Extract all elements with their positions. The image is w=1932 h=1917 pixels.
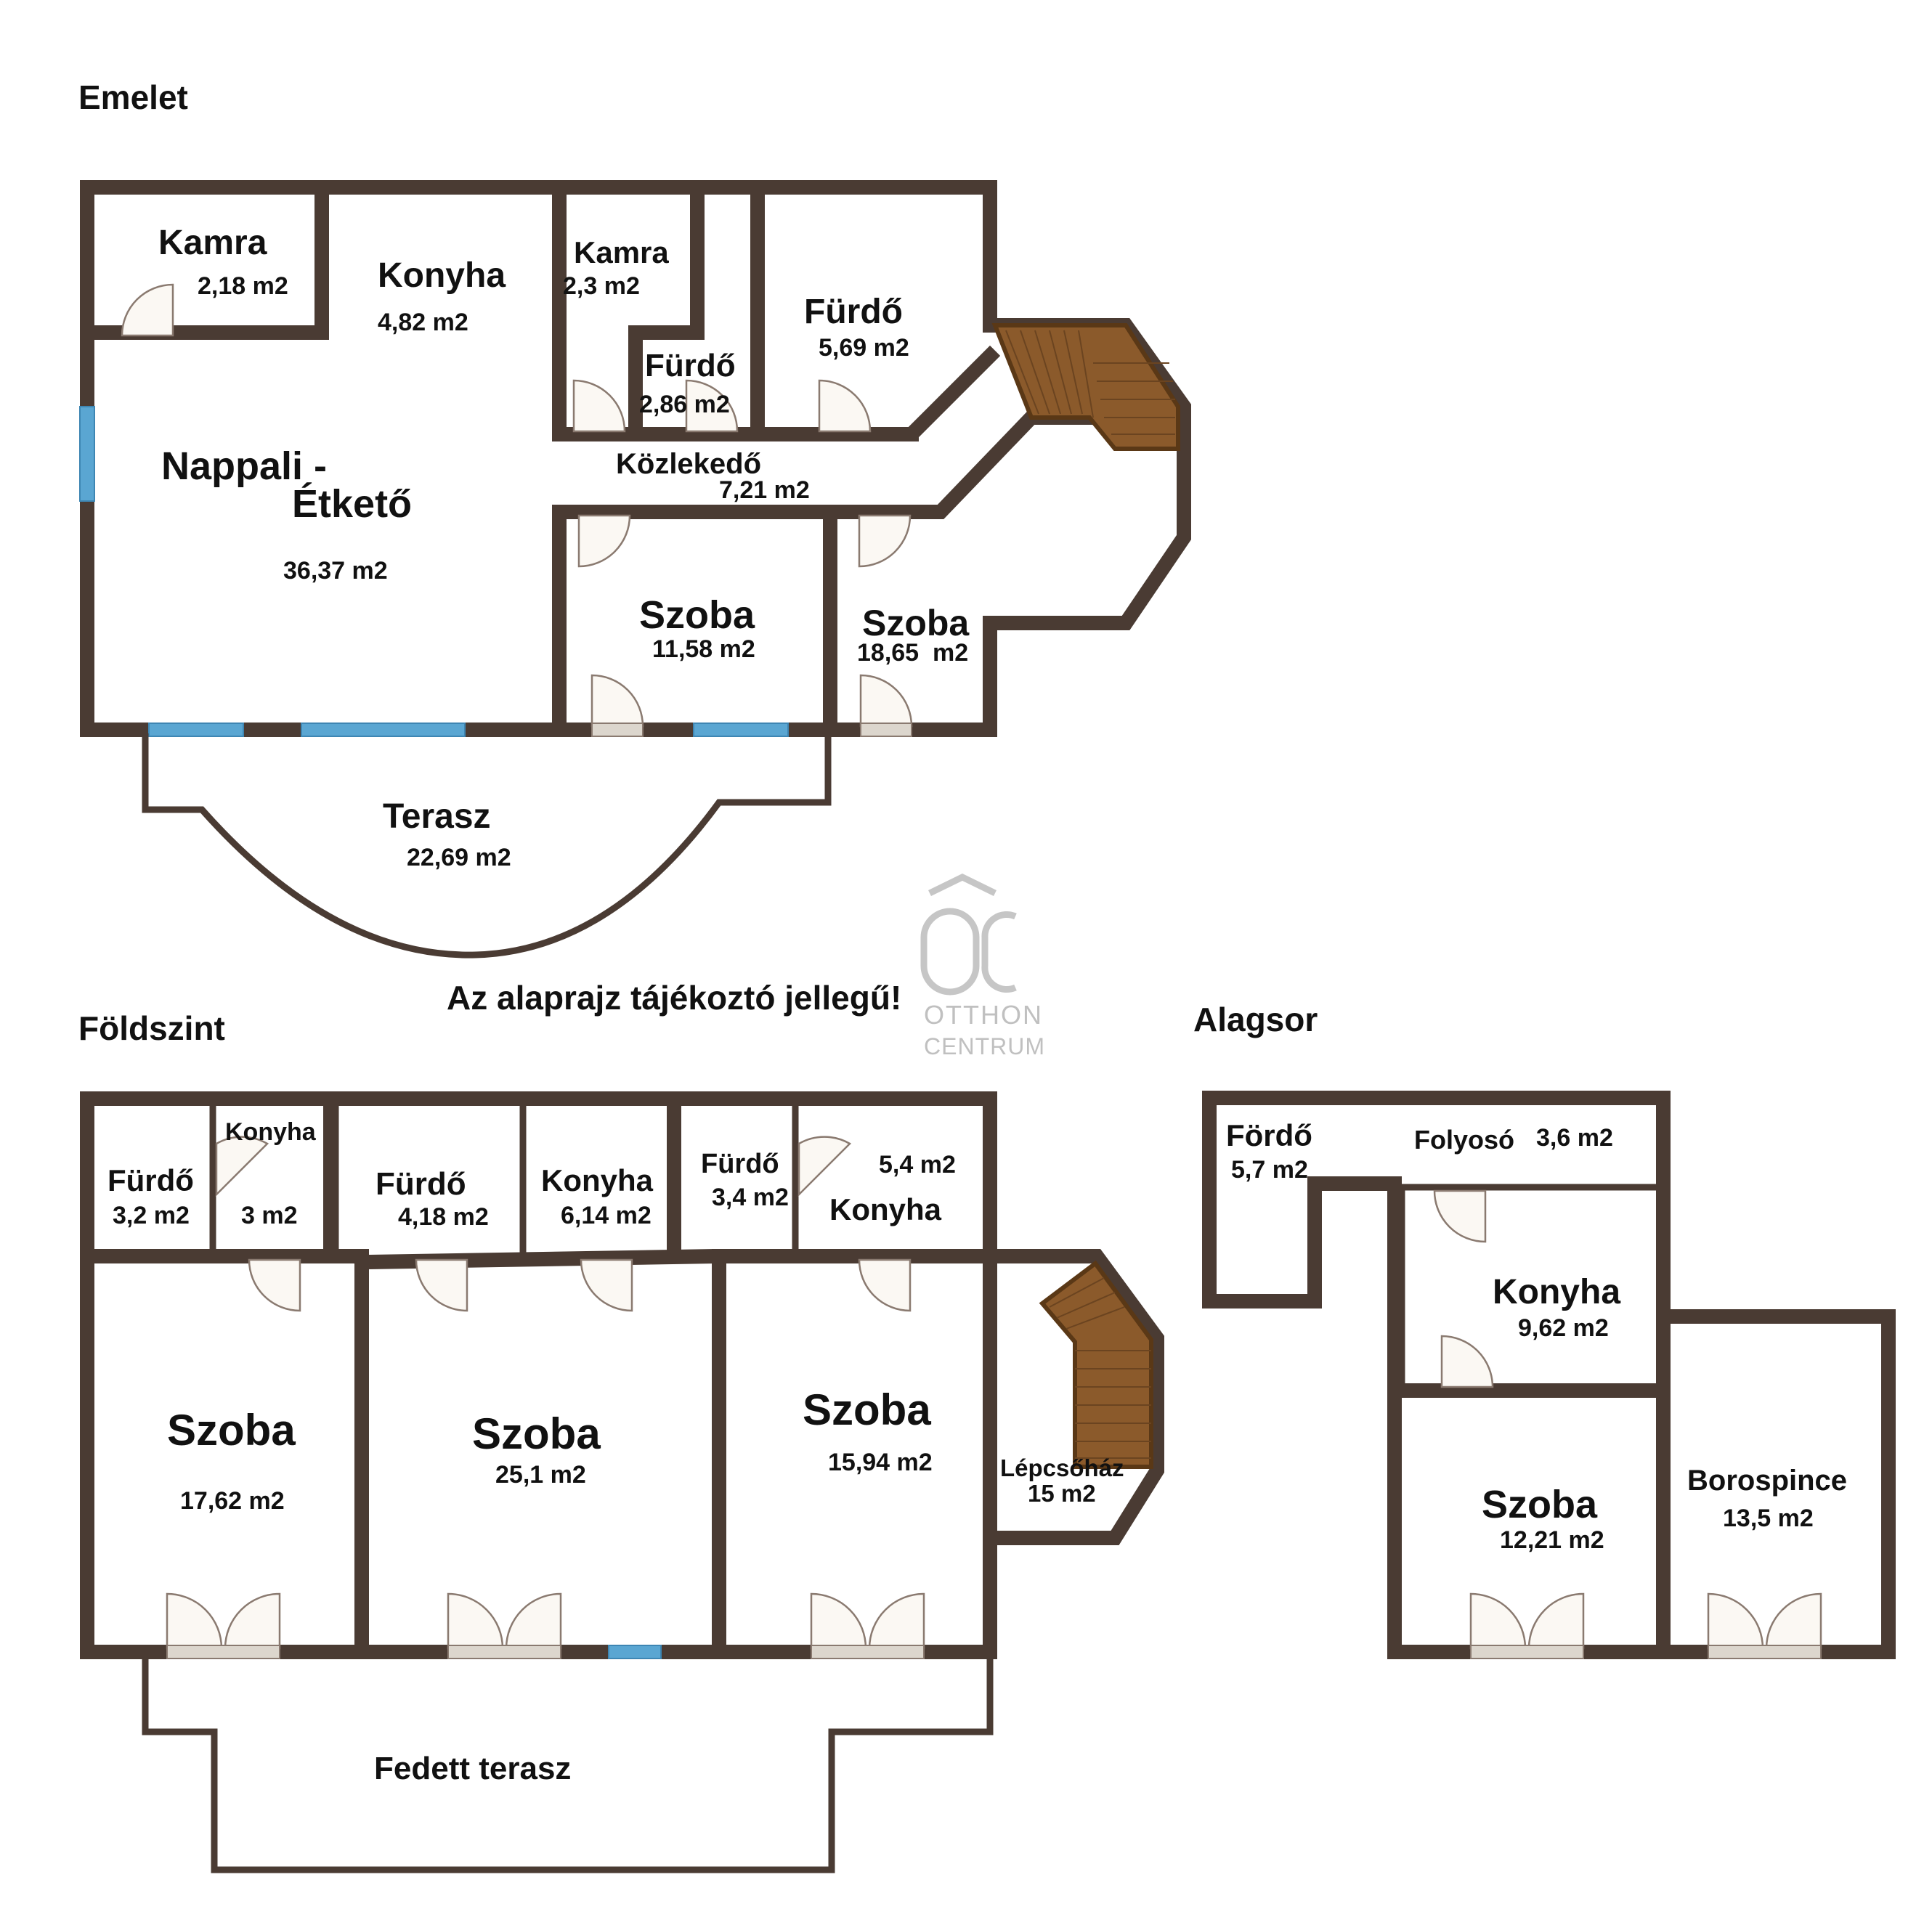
foldszint-door-szoba3 xyxy=(858,1258,912,1312)
foldszint-szoba2-area: 25,1 m2 xyxy=(495,1461,586,1489)
disclaimer-notice: Az alaprajz tájékoztó jellegű! xyxy=(447,979,901,1017)
alagsor-door-konyha-bottom xyxy=(1440,1335,1494,1388)
emelet-outer-wall xyxy=(80,180,1191,737)
foldszint-door-konyha1 xyxy=(215,1136,269,1197)
alagsor-borospince-area: 13,5 m2 xyxy=(1723,1505,1814,1532)
foldszint-furdo3-name: Fürdő xyxy=(701,1149,779,1179)
alagsor-folyoso-name: Folyosó xyxy=(1414,1125,1514,1155)
foldszint-lepcsohaz-area: 15 m2 xyxy=(1028,1480,1096,1507)
emelet-kozlekedo-area: 7,21 m2 xyxy=(719,476,810,504)
emelet-kamra2-wall xyxy=(628,180,705,441)
alagsor-konyha-area: 9,62 m2 xyxy=(1518,1314,1609,1342)
alagsor-plan xyxy=(1202,1091,1896,1659)
floor-title-alagsor: Alagsor xyxy=(1193,1001,1318,1038)
foldszint-fedett-terasz-outline xyxy=(142,1656,994,1873)
emelet-window-1 xyxy=(148,723,244,737)
alagsor-fordo-name: Fördő xyxy=(1226,1118,1312,1152)
foldszint-fedett-terasz-name: Fedett terasz xyxy=(374,1751,571,1786)
foldszint-furdo2-name: Fürdő xyxy=(376,1166,466,1202)
emelet-szoba1-name: Szoba xyxy=(639,593,755,637)
emelet-kamra2-name: Kamra xyxy=(574,235,669,269)
emelet-furdo2-area: 2,86 m2 xyxy=(639,391,730,418)
emelet-door-szoba2-top xyxy=(858,514,912,568)
foldszint-konyha1-name: Konyha xyxy=(225,1118,317,1146)
emelet-kamra1-name: Kamra xyxy=(158,224,267,262)
emelet-szoba2-name: Szoba xyxy=(862,603,970,643)
emelet-kamra2-area: 2,3 m2 xyxy=(563,272,640,300)
emelet-szoba1-area: 11,58 m2 xyxy=(652,635,755,663)
foldszint-double-door-2 xyxy=(447,1592,562,1659)
emelet-konyha-area: 4,82 m2 xyxy=(378,309,468,336)
logo-line1: OTTHON xyxy=(924,1000,1043,1030)
foldszint-door-konyha3-inner xyxy=(797,1136,852,1197)
emelet-nappali-name-2: Étkető xyxy=(292,482,412,526)
emelet-door-kamra1 xyxy=(121,283,174,337)
foldszint-lepcsohaz-name: Lépcsőház xyxy=(1000,1454,1124,1481)
foldszint-door-szoba1 xyxy=(248,1258,301,1312)
emelet-kamra1-area: 2,18 m2 xyxy=(198,272,288,300)
foldszint-band-wall xyxy=(80,1249,997,1270)
foldszint-szoba3-area: 15,94 m2 xyxy=(828,1449,933,1476)
alagsor-szoba-name: Szoba xyxy=(1482,1483,1598,1526)
emelet-furdo2-name: Fürdő xyxy=(645,348,736,383)
floor-title-emelet: Emelet xyxy=(78,78,188,116)
emelet-stair-treads xyxy=(1005,330,1175,435)
emelet-window-left xyxy=(79,406,95,502)
foldszint-szoba2-name: Szoba xyxy=(472,1409,601,1458)
logo-line2: CENTRUM xyxy=(924,1033,1045,1059)
foldszint-furdo3-area: 3,4 m2 xyxy=(712,1184,789,1211)
foldszint-konyha3-area: 5,4 m2 xyxy=(879,1151,956,1179)
emelet-door-furdo2 xyxy=(685,379,739,433)
foldszint-lepcsohaz-wall xyxy=(983,1249,1164,1545)
emelet-plan xyxy=(79,180,1191,959)
emelet-nappali-name-1: Nappali - xyxy=(161,444,327,488)
emelet-terasz-name: Terasz xyxy=(383,797,491,836)
alagsor-szoba-area: 12,21 m2 xyxy=(1500,1526,1604,1554)
emelet-terasz-area: 22,69 m2 xyxy=(407,844,511,871)
foldszint-door-konyha2 xyxy=(580,1258,633,1312)
emelet-door-szoba1-bottom xyxy=(590,674,644,737)
foldszint-konyha2-area: 6,14 m2 xyxy=(561,1202,652,1229)
emelet-door-kamra2 xyxy=(572,379,626,433)
emelet-door-furdo1 xyxy=(818,379,872,433)
otthon-centrum-logo: OTTHON CENTRUM xyxy=(920,873,1045,1059)
alagsor-folyoso-area: 3,6 m2 xyxy=(1536,1124,1613,1152)
foldszint-stairs xyxy=(1039,1260,1153,1469)
foldszint-double-door-3 xyxy=(810,1592,925,1659)
foldszint-furdo1-name: Fürdő xyxy=(107,1163,194,1197)
alagsor-door-konyha-top xyxy=(1433,1189,1487,1243)
alagsor-double-door-borospince xyxy=(1707,1592,1822,1659)
foldszint-szoba3-name: Szoba xyxy=(803,1385,931,1434)
foldszint-furdo2-area: 4,18 m2 xyxy=(398,1203,489,1231)
foldszint-szoba1-name: Szoba xyxy=(167,1406,296,1454)
foldszint-stair-treads xyxy=(1049,1277,1151,1459)
alagsor-borospince-name: Borospince xyxy=(1687,1465,1847,1497)
foldszint-window xyxy=(608,1645,662,1659)
emelet-door-szoba1-top xyxy=(577,514,631,568)
emelet-szoba2-area: 18,65 m2 xyxy=(857,639,968,667)
foldszint-furdo1-area: 3,2 m2 xyxy=(113,1202,190,1229)
emelet-konyha-name: Konyha xyxy=(378,256,506,295)
emelet-terasz-outline xyxy=(142,733,832,959)
floor-title-foldszint: Földszint xyxy=(78,1009,225,1047)
emelet-kozlekedo-name: Közlekedő xyxy=(616,448,761,480)
foldszint-plan xyxy=(80,1091,1164,1873)
emelet-door-szoba2-bottom xyxy=(859,674,913,737)
alagsor-outer-wall xyxy=(1202,1091,1896,1659)
foldszint-konyha1-area: 3 m2 xyxy=(241,1202,298,1229)
emelet-window-2 xyxy=(301,723,466,737)
foldszint-szoba1-area: 17,62 m2 xyxy=(180,1487,285,1515)
foldszint-konyha2-name: Konyha xyxy=(541,1163,654,1197)
foldszint-door-furdo2 xyxy=(415,1258,468,1312)
emelet-window-3 xyxy=(693,723,789,737)
emelet-nappali-area: 36,37 m2 xyxy=(283,557,388,585)
emelet-furdo1-area: 5,69 m2 xyxy=(819,334,909,362)
foldszint-konyha3-name: Konyha xyxy=(829,1192,942,1226)
alagsor-fordo-area: 5,7 m2 xyxy=(1231,1156,1308,1184)
emelet-furdo1-name: Fürdő xyxy=(804,293,903,331)
alagsor-double-door-szoba xyxy=(1469,1592,1585,1659)
alagsor-konyha-name: Konyha xyxy=(1493,1273,1620,1311)
foldszint-double-door-1 xyxy=(166,1592,281,1659)
